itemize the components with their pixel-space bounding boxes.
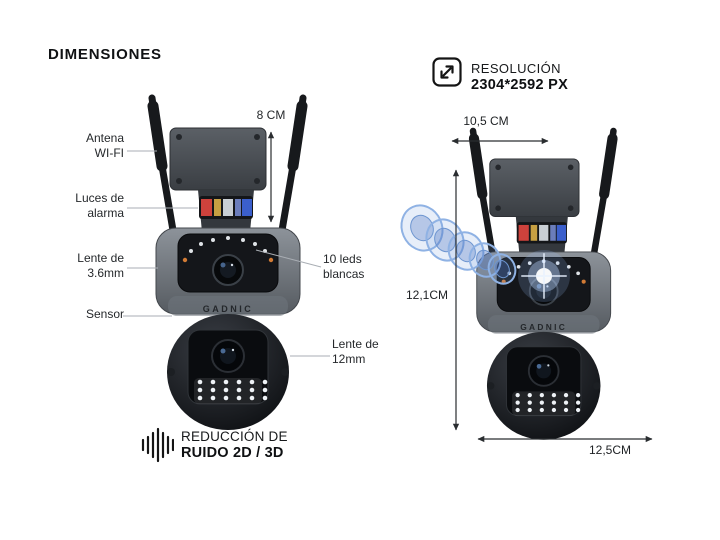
- lens-flare: [518, 250, 570, 302]
- callout-lente-3-6mm: Lente de 3.6mm: [77, 251, 124, 280]
- callout-antena-wifi: Antena WI-FI: [85, 131, 124, 160]
- camera-side-illustration: [400, 112, 662, 444]
- page-title: DIMENSIONES: [48, 46, 162, 63]
- noise-feature-line2: RUIDO 2D / 3D: [181, 445, 284, 461]
- resolution-expand-icon: [432, 57, 462, 87]
- noise-reduction-icon: [141, 427, 174, 463]
- dimension-top-width: 10,5 CM: [463, 114, 509, 128]
- resolution-value: 2304*2592 PX: [471, 77, 569, 93]
- callout-10-leds: 10 leds blancas: [323, 252, 365, 281]
- callout-luces-alarma: Luces de alarma: [75, 191, 124, 220]
- noise-feature-line1: REDUCCIÓN DE: [181, 429, 288, 444]
- callout-lente-12mm: Lente de 12mm: [332, 337, 379, 366]
- resolution-label: RESOLUCIÓN: [471, 61, 561, 76]
- dimension-bottom-width: 12,5CM: [588, 443, 632, 457]
- dimension-height: 12,1CM: [405, 288, 448, 302]
- camera-front-illustration: [138, 84, 350, 432]
- callout-sensor: Sensor: [85, 307, 124, 321]
- callout-mount-height: 8 CM: [256, 108, 286, 122]
